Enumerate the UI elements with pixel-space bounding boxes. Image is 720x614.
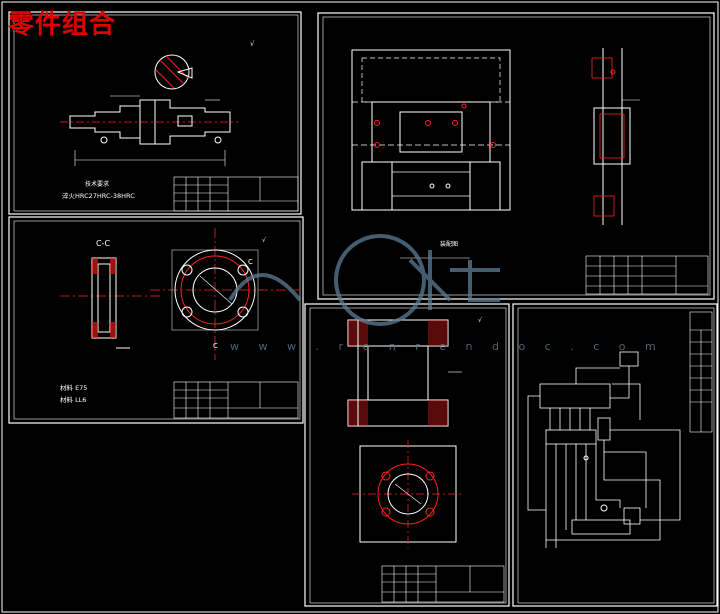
sheet-bracket: √ bbox=[304, 303, 510, 607]
svg-text:√: √ bbox=[478, 317, 482, 324]
shaft-caption: 技术要求 bbox=[85, 180, 109, 188]
flange-note-2: 材料 LL6 bbox=[60, 395, 86, 404]
assembly-title-block bbox=[585, 255, 709, 295]
svg-text:√: √ bbox=[250, 40, 255, 48]
sheet-schematic bbox=[512, 303, 718, 607]
watermark-url: w w w . r e n r e n d o c . c o m bbox=[230, 340, 664, 353]
shaft-title-block bbox=[173, 176, 299, 212]
flange-note-1: 材料 E75 bbox=[60, 383, 87, 392]
bracket-title-block bbox=[381, 565, 505, 603]
section-label: C-C bbox=[96, 239, 110, 248]
svg-text:√: √ bbox=[262, 237, 266, 244]
page-title: 零件组合 bbox=[8, 10, 117, 40]
sheet-shaft: √ 技术要求 淬火HRC27HRC-38HRC bbox=[8, 11, 302, 215]
sheet-assembly: 装配图 bbox=[317, 12, 715, 300]
mark-c-top: C bbox=[248, 258, 253, 266]
shaft-hardness-note: 淬火HRC27HRC-38HRC bbox=[62, 191, 135, 200]
assembly-caption: 装配图 bbox=[440, 240, 458, 248]
mark-c-bottom: C bbox=[213, 342, 218, 350]
flange-title-block bbox=[173, 381, 299, 419]
